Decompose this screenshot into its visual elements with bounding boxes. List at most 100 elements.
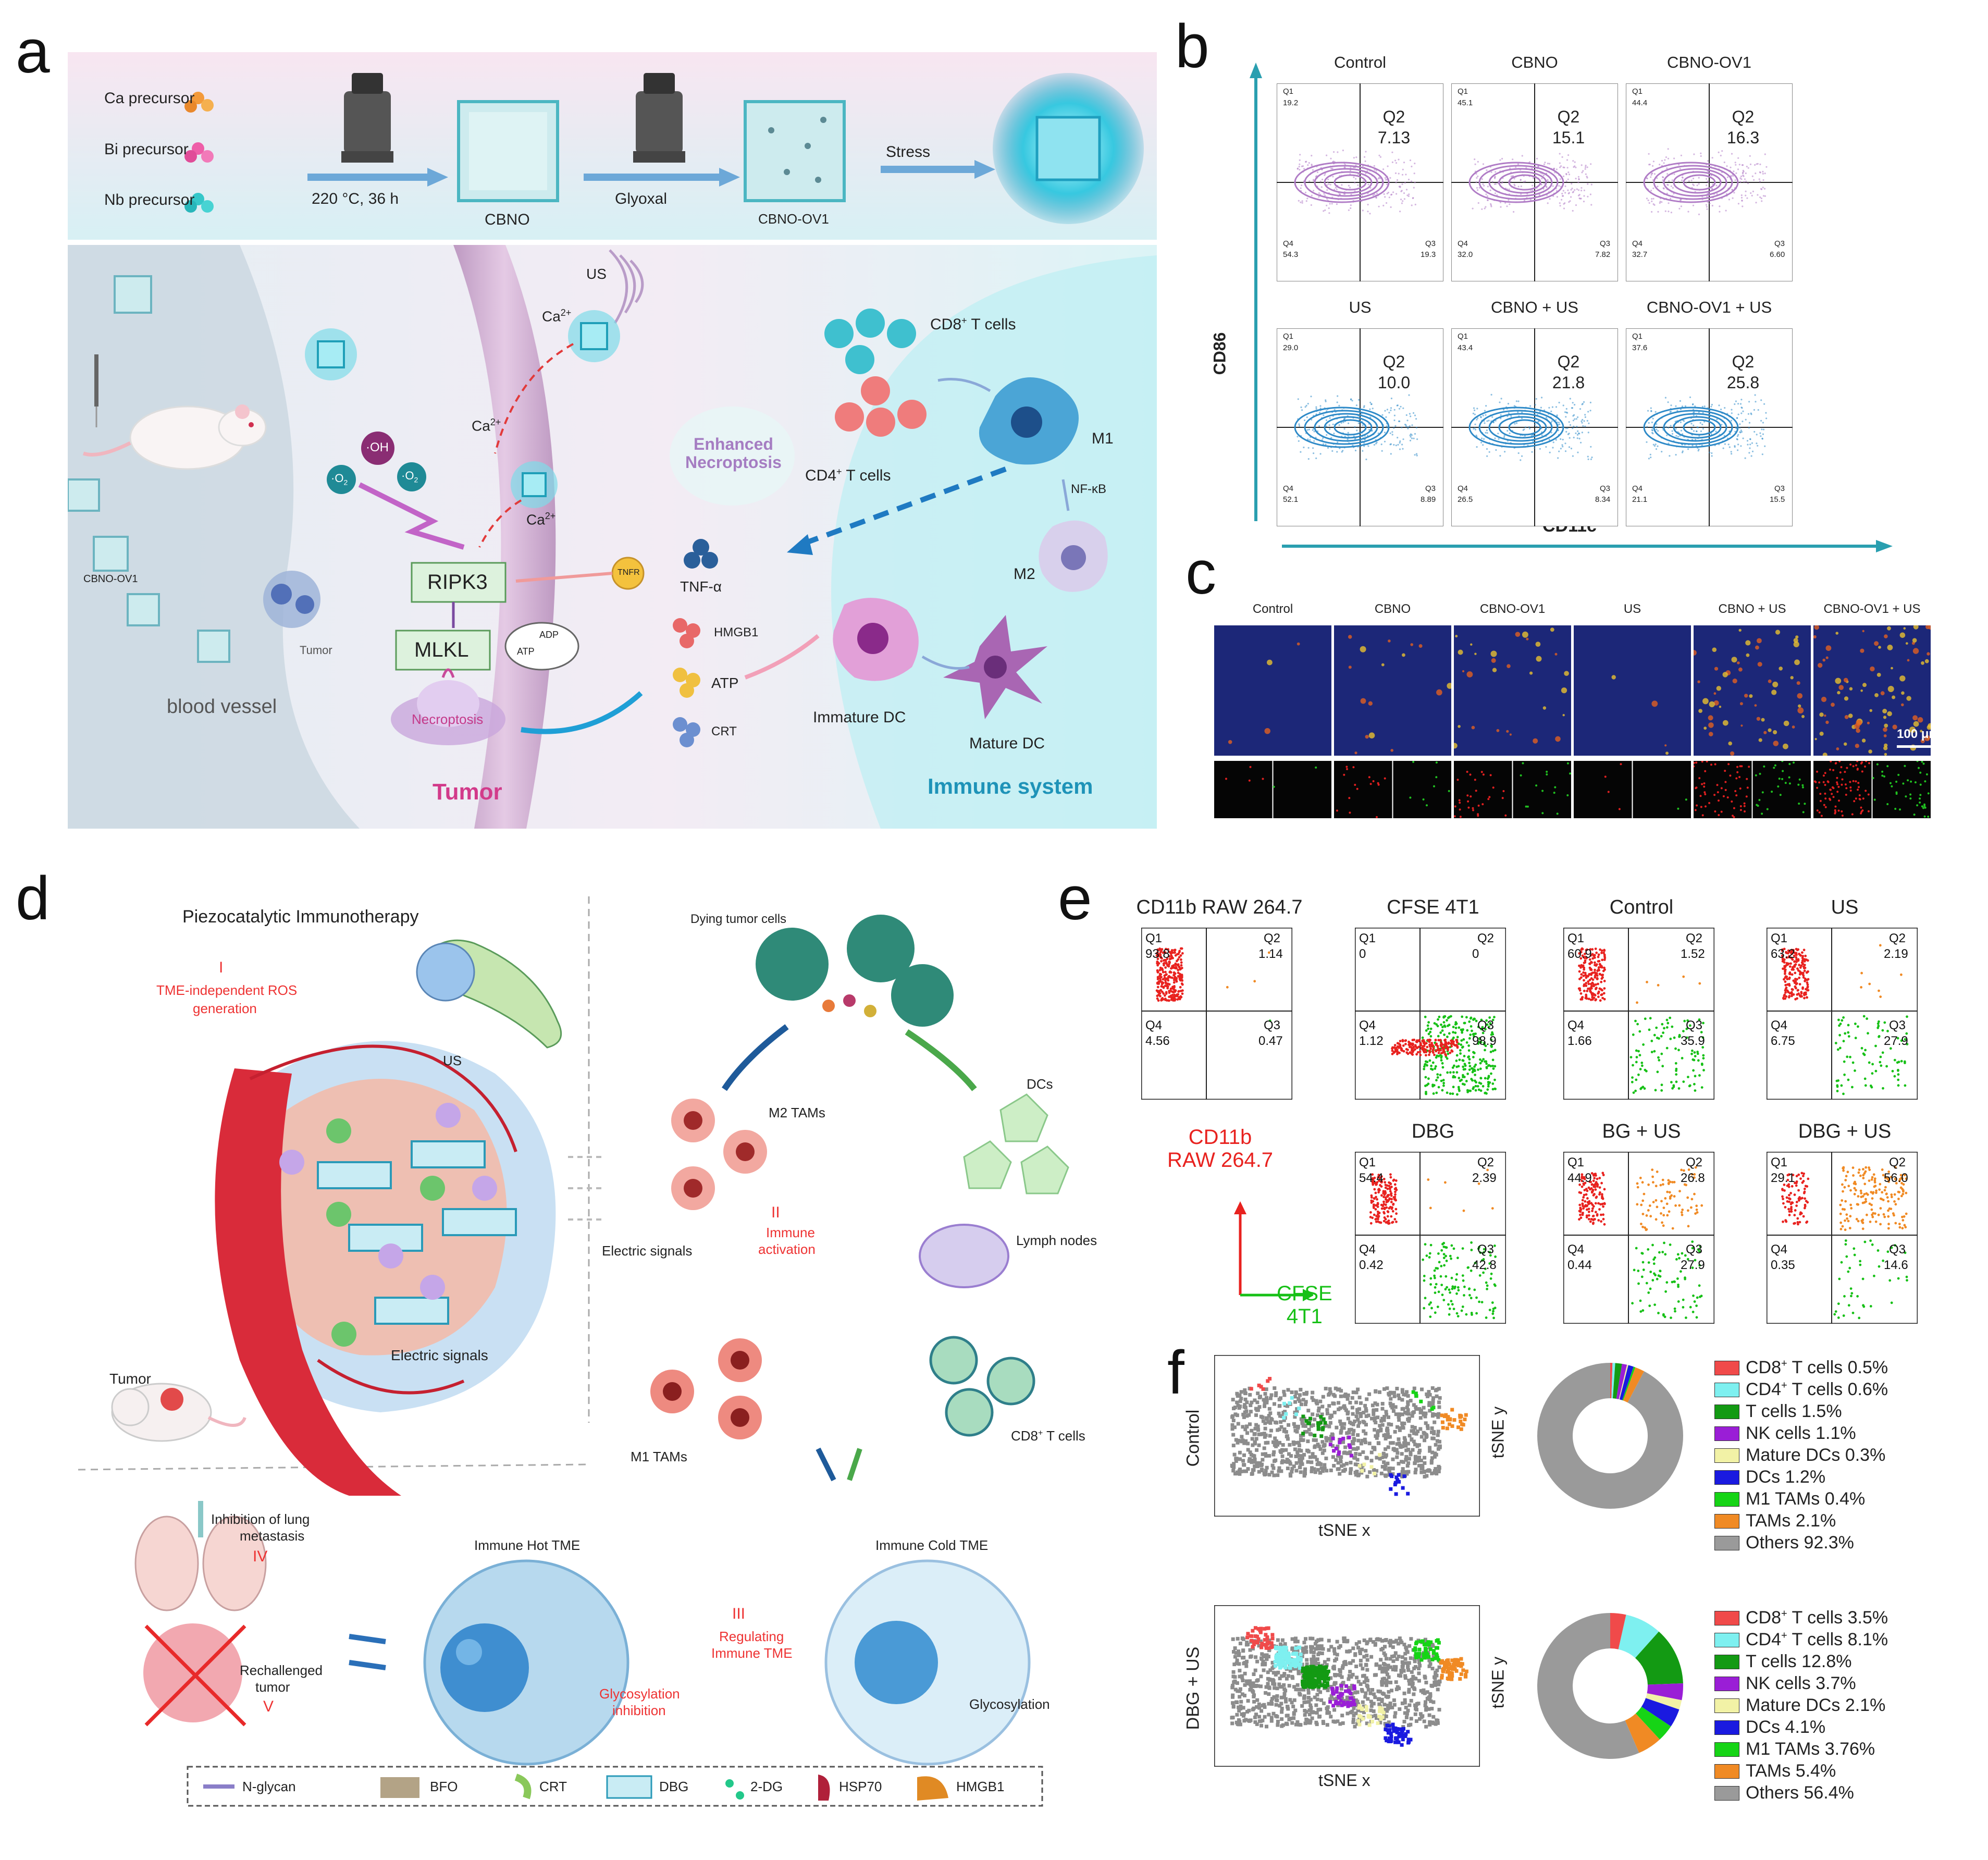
flow-e-event-q2 bbox=[1884, 1186, 1887, 1189]
if-signal bbox=[1891, 667, 1893, 670]
flow-e-event-q1 bbox=[1794, 980, 1797, 983]
flow-e-event-q1 bbox=[1390, 1215, 1393, 1218]
flow-e-event-q3 bbox=[1854, 1023, 1857, 1025]
tumor-small-label: Tumor bbox=[300, 644, 332, 657]
flow-b-event bbox=[1319, 180, 1322, 182]
if-red-signal bbox=[1501, 797, 1504, 799]
flow-e-event-q1 bbox=[1592, 996, 1596, 999]
flow-e-event-q2 bbox=[1651, 1175, 1654, 1178]
flow-e-event-q1 bbox=[1586, 1208, 1588, 1211]
if-signal bbox=[1855, 744, 1859, 748]
flow-e-event-q3 bbox=[1474, 1032, 1477, 1035]
flow-e-event-q2 bbox=[1694, 1212, 1697, 1215]
flow-e-quad-label: 1.52 bbox=[1681, 947, 1705, 961]
flow-e-event-q3 bbox=[1491, 1018, 1495, 1021]
flow-e-event-q1 bbox=[1594, 1188, 1597, 1191]
flow-b-event bbox=[1399, 211, 1401, 213]
flow-b-contour bbox=[1468, 162, 1564, 203]
flow-e-event-q3 bbox=[1490, 1033, 1493, 1036]
adp-label: ADP bbox=[539, 630, 559, 640]
flow-e-event-q3 bbox=[1487, 1085, 1490, 1088]
flow-e-event-q3 bbox=[1452, 1308, 1455, 1310]
flow-e-event-q3 bbox=[1426, 1024, 1429, 1027]
flow-e-event-q1 bbox=[1789, 1192, 1792, 1194]
flow-e-event-q3 bbox=[1485, 1060, 1488, 1063]
flow-e-event-q1 bbox=[1597, 955, 1600, 958]
flow-b-event bbox=[1647, 410, 1649, 412]
flow-e-event-q3 bbox=[1851, 1061, 1855, 1064]
tsne-cell-other bbox=[1256, 1424, 1260, 1428]
flow-e-event-q1 bbox=[1591, 1222, 1595, 1225]
if-red-signal bbox=[1844, 771, 1846, 773]
flow-b-event bbox=[1692, 204, 1695, 206]
flow-b-event bbox=[1562, 190, 1564, 192]
flow-e-event-q3 bbox=[1434, 1286, 1437, 1289]
flow-e-event-q1 bbox=[1595, 964, 1598, 967]
if-red-signal bbox=[1481, 803, 1484, 806]
if-red-signal bbox=[1694, 765, 1695, 768]
flow-b-event bbox=[1567, 154, 1570, 156]
ros-label-2: generation bbox=[193, 1001, 257, 1016]
flow-e-event-q1 bbox=[1591, 948, 1594, 951]
flow-e-event-q2 bbox=[1648, 1204, 1651, 1207]
flow-e-event-q2 bbox=[1862, 1168, 1864, 1171]
flow-b-event bbox=[1300, 451, 1302, 453]
flow-e-event-q1 bbox=[1791, 949, 1793, 952]
tsne-cell-other bbox=[1385, 1386, 1389, 1390]
if-red-signal bbox=[1724, 789, 1727, 791]
flow-e-event-q3 bbox=[1437, 1252, 1440, 1255]
flow-e-event-q3 bbox=[1652, 1262, 1656, 1265]
flow-e-event-q3 bbox=[1468, 1037, 1471, 1040]
flow-b-event bbox=[1757, 409, 1759, 411]
flow-e-event-q1 bbox=[1369, 1222, 1373, 1225]
flow-b-event bbox=[1355, 404, 1357, 407]
flow-b-event bbox=[1582, 425, 1584, 427]
flow-b-event bbox=[1732, 197, 1734, 199]
flow-b-event bbox=[1653, 173, 1656, 175]
if-green-signal bbox=[1895, 793, 1898, 795]
flow-e-event-q3 bbox=[1426, 1064, 1428, 1067]
flow-e-event-q2 bbox=[1869, 1221, 1872, 1223]
if-signal bbox=[1822, 753, 1828, 756]
flow-e-event-q3 bbox=[1897, 1277, 1900, 1280]
if-red-channel bbox=[1813, 761, 1872, 818]
flow-e-event-q1 bbox=[1375, 1183, 1377, 1186]
flow-b-event bbox=[1672, 187, 1674, 189]
flow-b-event bbox=[1573, 425, 1575, 427]
flow-b-event bbox=[1666, 173, 1669, 175]
flow-e-event-q1 bbox=[1579, 966, 1582, 969]
flow-b-event bbox=[1690, 423, 1693, 425]
flow-e-event-q3 bbox=[1442, 1079, 1445, 1081]
if-signal bbox=[1773, 741, 1779, 746]
flow-b-event bbox=[1384, 410, 1386, 412]
tsne-cell-other bbox=[1364, 1409, 1368, 1413]
if-red-signal bbox=[1472, 809, 1474, 811]
if-signal bbox=[1874, 641, 1879, 646]
flow-e-event-q2 bbox=[1841, 1199, 1844, 1202]
flow-b-event bbox=[1393, 409, 1396, 411]
flow-e-event-q3 bbox=[1425, 1029, 1428, 1032]
flow-e-event-q3 bbox=[1487, 1064, 1490, 1067]
if-red-signal bbox=[1746, 778, 1748, 780]
flow-b-event bbox=[1693, 430, 1695, 432]
if-red-signal bbox=[1864, 765, 1866, 768]
flow-b-event bbox=[1651, 421, 1653, 424]
flow-e-event-q3 bbox=[1693, 1058, 1696, 1062]
flow-e-event-q2 bbox=[1645, 1228, 1648, 1231]
flow-b-event bbox=[1548, 426, 1550, 428]
flow-b-quad-small: 26.5 bbox=[1458, 495, 1473, 504]
flow-e-event-q3 bbox=[1484, 1077, 1487, 1080]
flow-b-quad-small: 19.2 bbox=[1283, 98, 1298, 107]
flow-e-event-q1 bbox=[1591, 1207, 1594, 1210]
flow-e-event-cfse bbox=[1430, 1042, 1433, 1044]
flow-b-event bbox=[1661, 159, 1663, 162]
if-red-signal bbox=[1620, 763, 1622, 766]
flow-b-event bbox=[1586, 166, 1588, 168]
flow-e-event-q3 bbox=[1473, 1065, 1476, 1068]
flow-e-event-q3 bbox=[1461, 1305, 1464, 1308]
flow-e-event-q1 bbox=[1597, 953, 1600, 956]
flow-e-event-q3 bbox=[1693, 1082, 1696, 1086]
flow-b-event bbox=[1739, 423, 1741, 425]
flow-e-event-q3 bbox=[1477, 1026, 1480, 1028]
